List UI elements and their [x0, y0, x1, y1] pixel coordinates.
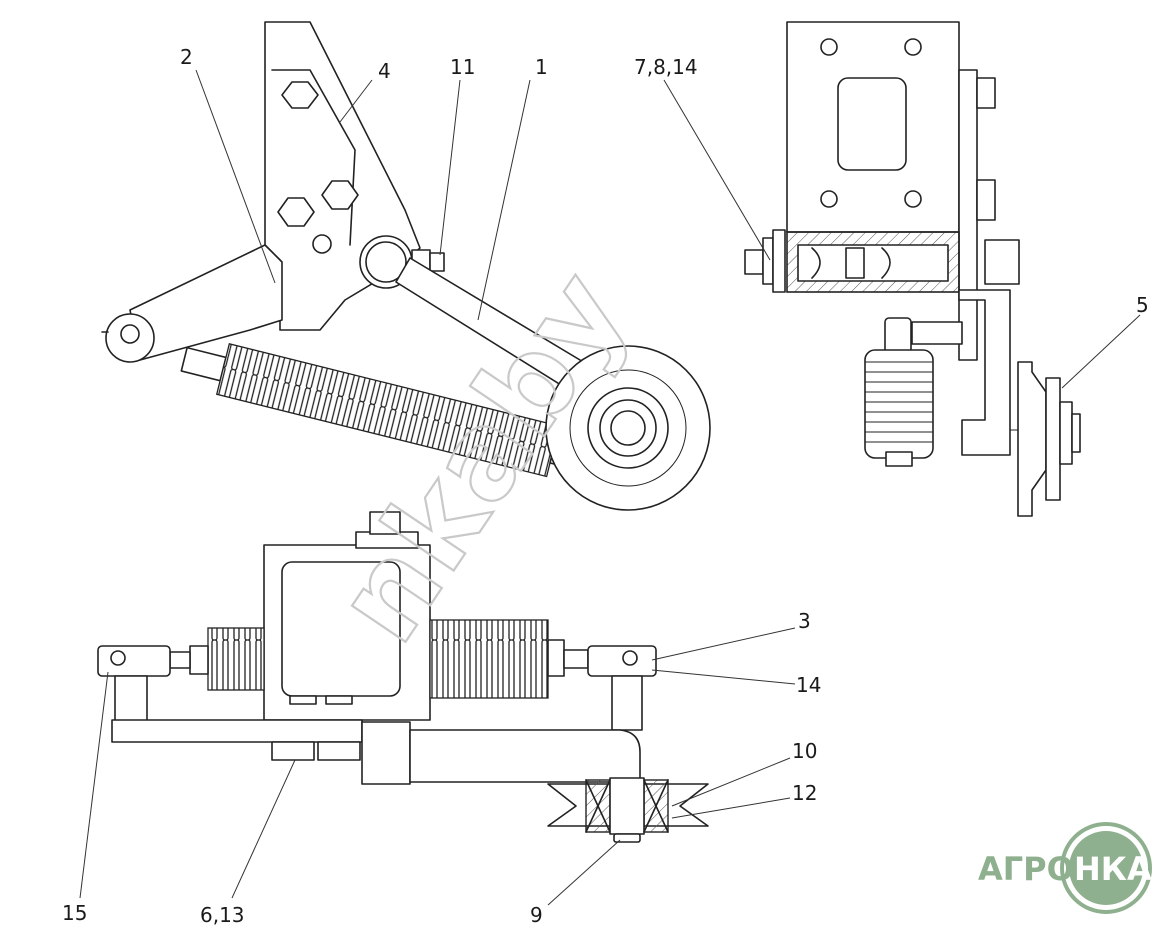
logo-left-text: АГРО [978, 850, 1074, 888]
left-spring [169, 627, 265, 691]
callout-1: 1 [535, 55, 548, 79]
left-clevis [97, 645, 171, 725]
callout-9: 9 [530, 903, 543, 927]
callout-4: 4 [378, 59, 391, 83]
callout-14: 14 [796, 673, 821, 697]
callout-2: 2 [180, 45, 193, 69]
front-view [744, 21, 1081, 517]
right-spring [429, 619, 589, 699]
callout-15: 15 [62, 901, 87, 925]
callout-12: 12 [792, 781, 817, 805]
lever-arm-top [409, 729, 641, 783]
small-spring [864, 317, 934, 467]
callout-5: 5 [1136, 293, 1149, 317]
callout-11: 11 [450, 55, 475, 79]
callout-6-13: 6,13 [200, 903, 245, 927]
pulley-side-view [545, 345, 711, 511]
pulley-section [547, 777, 709, 843]
logo-right-text: НКА [1074, 850, 1152, 888]
callout-7-8-14: 7,8,14 [634, 55, 698, 79]
pulley-edge-view [1010, 361, 1081, 517]
side-view [101, 21, 711, 511]
base-beam [111, 719, 363, 743]
right-clevis [587, 645, 657, 731]
callout-3: 3 [798, 609, 811, 633]
top-view [97, 511, 709, 843]
callouts: 2 4 11 1 7,8,14 5 3 14 10 12 15 6,13 9 [62, 45, 1149, 927]
leader-lines [79, 69, 1141, 906]
logo: АГРО НКА [978, 822, 1152, 914]
callout-10: 10 [792, 739, 817, 763]
